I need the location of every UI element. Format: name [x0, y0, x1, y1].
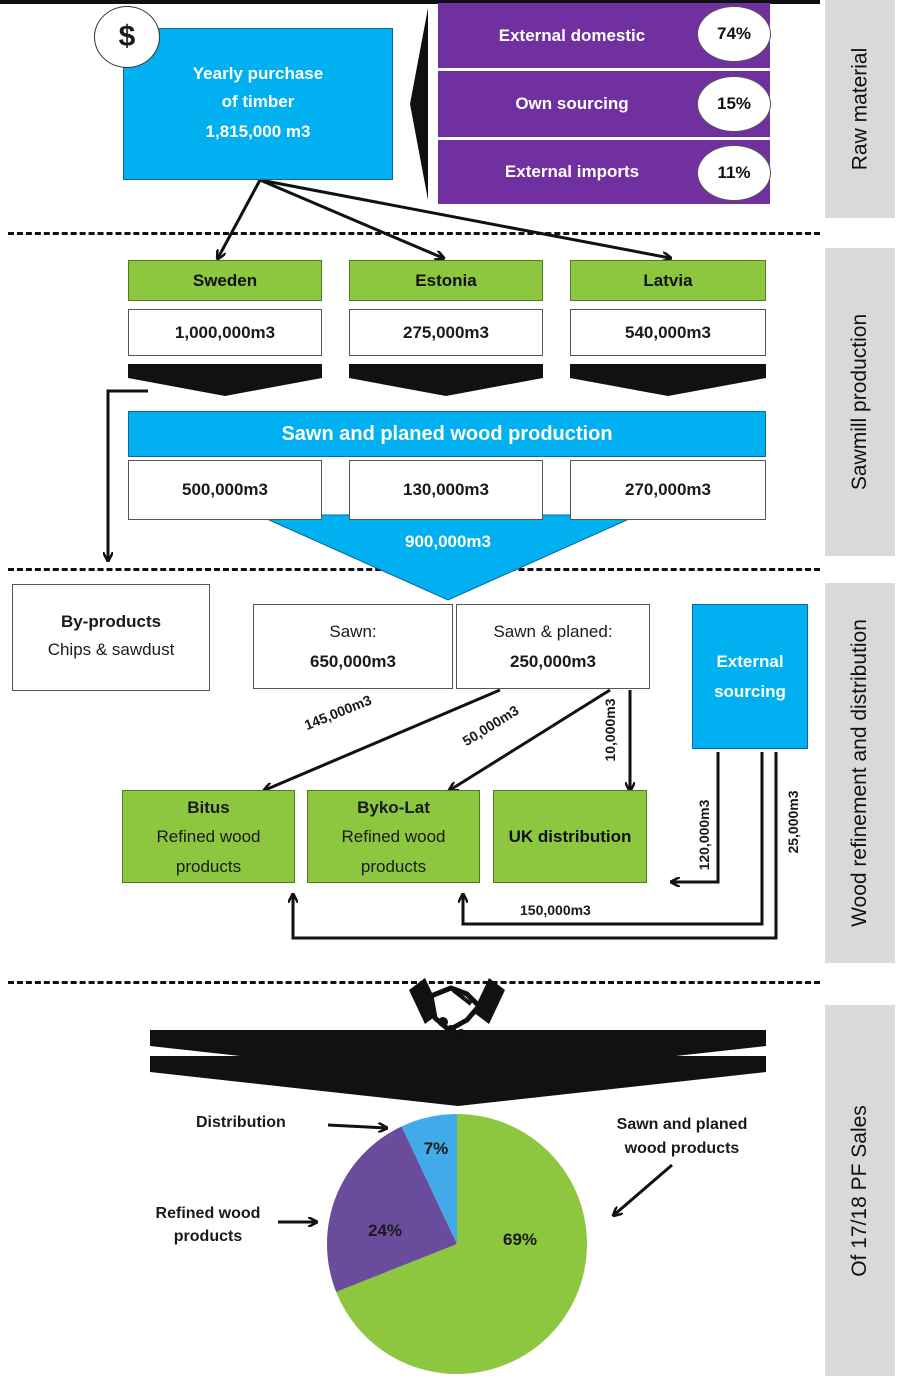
arrow-purchase-sweden	[218, 179, 262, 258]
source-pct-own-sourcing: 15%	[697, 76, 771, 132]
side-label-raw-material: Raw material	[825, 0, 895, 218]
side-label-sawmill: Sawmill production	[825, 248, 895, 556]
uk-distribution-box: UK distribution	[493, 790, 647, 883]
pie-slice-sawn-and-planed-wood-products	[336, 1114, 588, 1374]
section-separator-1	[8, 232, 820, 235]
pie-value-label-1: 69%	[503, 1230, 537, 1249]
pie-label-refined-2: products	[173, 1228, 243, 1245]
sales-chevron-upper	[150, 1030, 766, 1080]
byproducts-box	[12, 584, 210, 691]
volume-estonia: 275,000m3	[349, 309, 543, 356]
purchase-line-3: 1,815,000 m3	[205, 122, 311, 141]
source-pct-external-imports: 11%	[697, 145, 771, 201]
pie-label-sawn-1: Sawn and planed	[616, 1116, 748, 1133]
dollar-icon: $	[94, 6, 160, 68]
side-label-sales: Of 17/18 PF Sales	[825, 1005, 895, 1376]
country-estonia: Estonia	[349, 260, 543, 301]
sawn-output-sweden: 500,000m3	[128, 460, 322, 520]
funnel-total: 900,000m3	[404, 532, 492, 551]
pie-label-distribution: Distribution	[196, 1114, 286, 1131]
bitus-title: Bitus	[187, 798, 230, 817]
purple-divider-1	[438, 68, 770, 71]
arrow-to-byproducts	[108, 389, 148, 560]
external-sourcing-box	[692, 604, 808, 749]
bitus-box	[122, 790, 295, 883]
purchase-line-2: of timber	[221, 92, 295, 111]
volume-sweden: 1,000,000m3	[128, 309, 322, 356]
byproducts-title: By-products	[60, 612, 162, 631]
top-border	[0, 0, 820, 4]
pie-slice-refined-wood-products	[326, 1126, 457, 1292]
purple-divider-2	[438, 137, 770, 140]
country-latvia: Latvia	[570, 260, 766, 301]
purchase-box	[123, 28, 393, 180]
arrow-purchase-latvia	[259, 178, 670, 258]
source-label-external-domestic: External domestic	[498, 25, 646, 45]
chevron-latvia	[570, 364, 766, 396]
pie-value-label-2: 24%	[368, 1221, 402, 1240]
arrow-sawn-label	[614, 1163, 673, 1215]
arrow-purchase-estonia	[259, 178, 443, 258]
arrow-sawn-to-bitus	[265, 688, 501, 790]
pie-value-label-3: 7%	[424, 1139, 449, 1158]
sawn-output-estonia: 130,000m3	[349, 460, 543, 520]
source-pct-external-domestic: 74%	[697, 6, 771, 62]
sawn-box	[253, 604, 453, 689]
sales-chevron-lower	[150, 1056, 766, 1106]
source-label-external-imports: External imports	[504, 162, 640, 181]
sawn-planed-banner: Sawn and planed wood production	[128, 411, 766, 457]
sawn-output-latvia: 270,000m3	[570, 460, 766, 520]
sawn-planed-value: 250,000m3	[509, 652, 597, 671]
purchase-line-1: Yearly purchase	[192, 64, 324, 83]
bykolat-line-2: Refined wood	[341, 827, 446, 846]
sawn-value: 650,000m3	[309, 652, 397, 671]
arrow-external-to-bitus	[293, 752, 778, 940]
chevron-estonia	[349, 364, 543, 396]
raw-chevron	[410, 8, 428, 200]
bykolat-box	[307, 790, 480, 883]
arrow-planed-to-bykolat	[450, 688, 611, 790]
pie-label-refined-1: Refined wood	[155, 1205, 261, 1222]
volume-latvia: 540,000m3	[570, 309, 766, 356]
bykolat-title: Byko-Lat	[357, 798, 430, 817]
chevron-sweden	[128, 364, 322, 396]
byproducts-sub: Chips & sawdust	[47, 640, 175, 659]
pie-slice-distribution	[401, 1114, 457, 1244]
sawn-label: Sawn:	[329, 622, 377, 641]
bitus-line-2: Refined wood	[156, 827, 261, 846]
side-label-refinement: Wood refinement and distribution	[825, 583, 895, 963]
external-line-2: sourcing	[714, 682, 786, 701]
pie-label-sawn-2: wood products	[624, 1140, 740, 1157]
arrow-external-to-uk	[672, 752, 720, 882]
section-separator-3	[8, 981, 820, 984]
arrow-distribution-label	[327, 1125, 386, 1128]
flow-label-150000: 150,000m3	[520, 902, 591, 918]
external-line-1: External	[716, 652, 784, 671]
sawn-planed-label: Sawn & planed:	[493, 622, 613, 641]
arrow-external-to-byko	[463, 752, 764, 926]
sawn-planed-box	[456, 604, 650, 689]
source-label-own-sourcing: Own sourcing	[515, 94, 629, 113]
bykolat-line-3: products	[360, 857, 427, 876]
country-sweden: Sweden	[128, 260, 322, 301]
bitus-line-3: products	[175, 857, 242, 876]
